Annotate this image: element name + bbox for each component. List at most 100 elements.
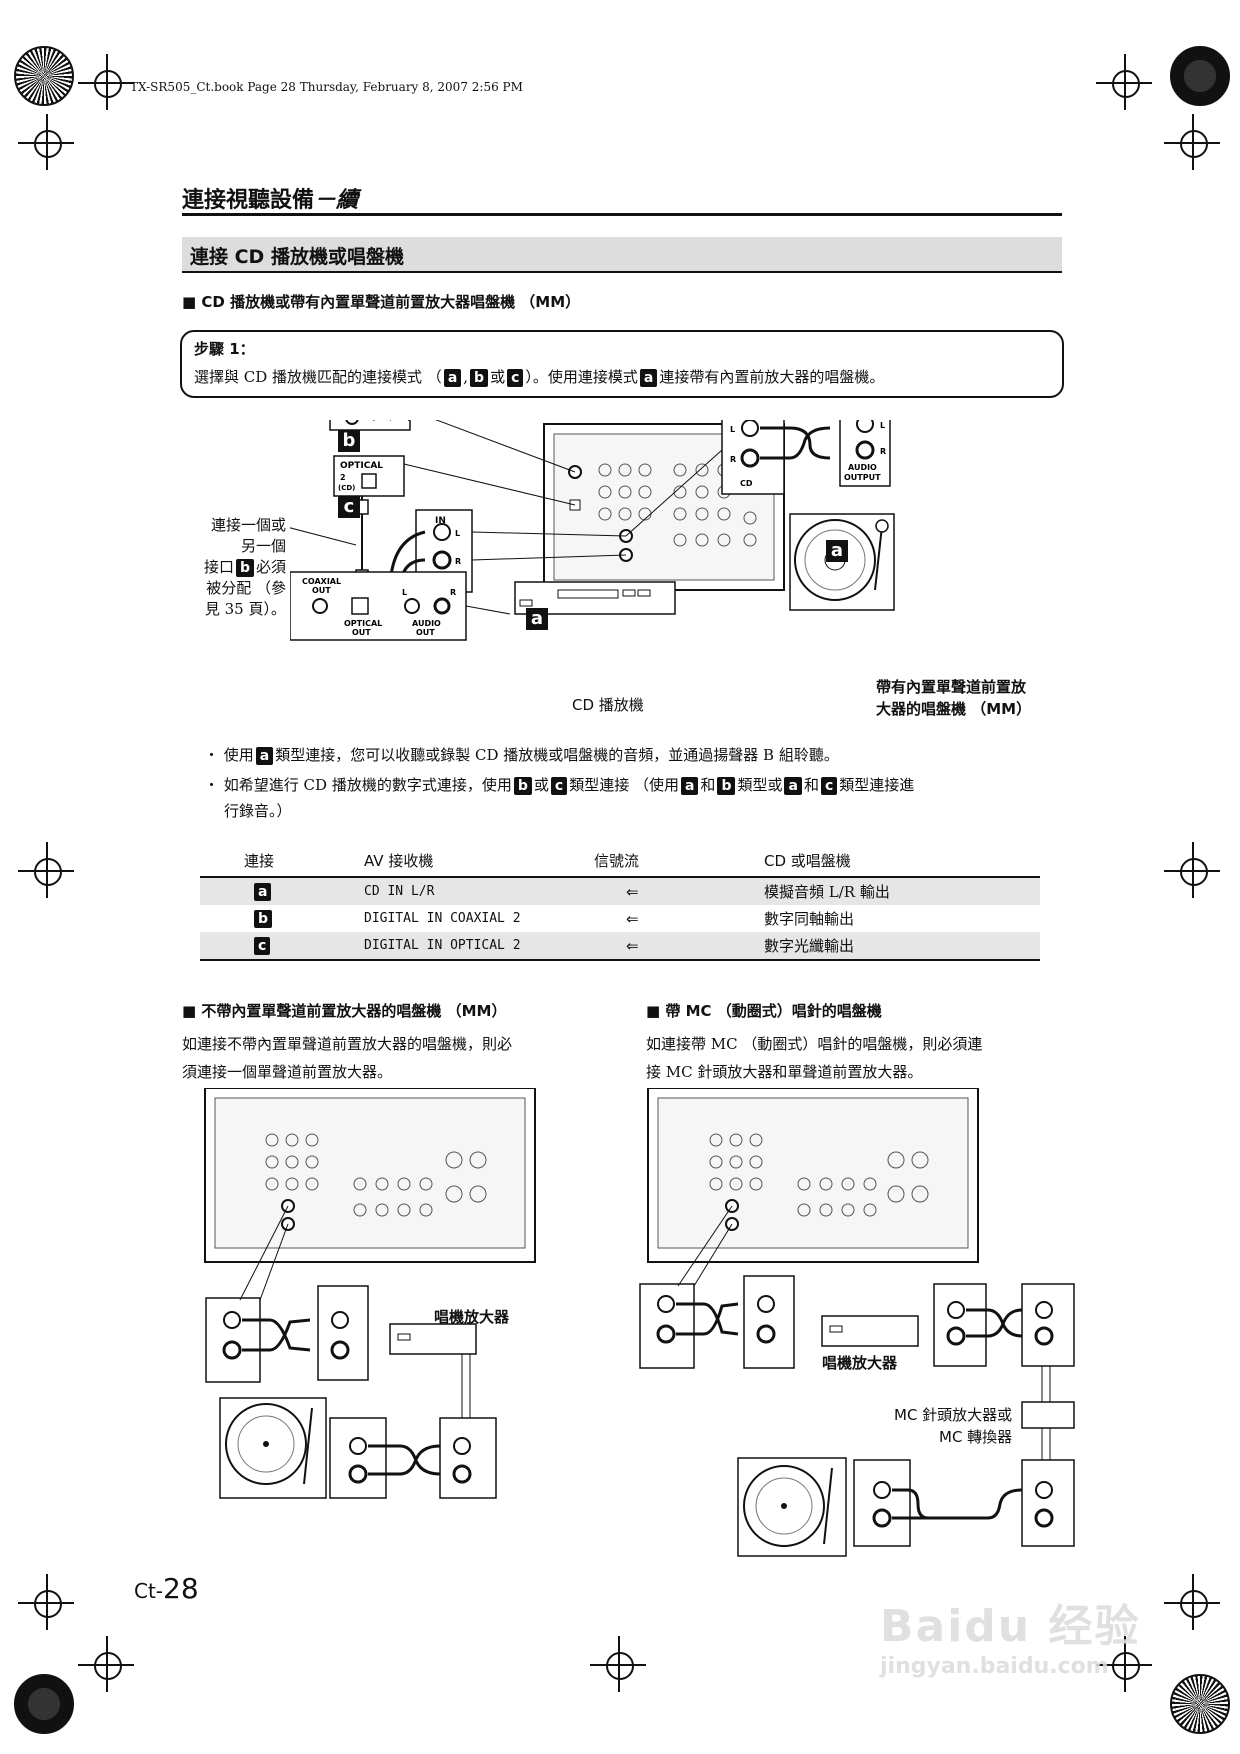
svg-text:OPTICAL: OPTICAL xyxy=(340,461,383,471)
running-title-text: 連接視聽設備 xyxy=(182,188,315,213)
right-section-body: 如連接帶 MC （動圈式）唱針的唱盤機，則必須連 接 MC 針頭放大器和單聲道前… xyxy=(646,1035,983,1081)
table-header-row: 連接 AV 接收機 信號流 CD 或唱盤機 xyxy=(200,845,1040,878)
connection-diagram-mc xyxy=(639,1088,1075,1557)
registration-mark-bottom-left xyxy=(14,1674,74,1734)
svg-text:L: L xyxy=(455,529,460,538)
turntable-in-callout: IN L R CD xyxy=(625,420,831,537)
badge-a: a xyxy=(443,369,462,387)
svg-text:L: L xyxy=(402,588,407,597)
title-rule xyxy=(182,213,1062,216)
badge-c-diagram: c xyxy=(338,496,360,518)
table-header: 信號流 xyxy=(594,845,764,878)
mc-amp xyxy=(1021,1366,1075,1468)
badge-a-2: a xyxy=(639,369,658,387)
file-header-line: TX-SR505_Ct.book Page 28 Thursday, Febru… xyxy=(130,80,523,94)
svg-text:OUT: OUT xyxy=(352,628,371,637)
svg-text:AUDIO: AUDIO xyxy=(412,619,441,628)
svg-text:OPTICAL: OPTICAL xyxy=(344,619,382,628)
cd-player-caption: CD 播放機 xyxy=(572,696,644,714)
svg-text:R: R xyxy=(880,447,886,456)
table-row: a CD IN L/R ⇐ 模擬音頻 L/R 輸出 xyxy=(200,877,1040,905)
phono-amp-input-mm xyxy=(439,1417,497,1499)
mc-amp-input xyxy=(1021,1459,1075,1547)
svg-text:R: R xyxy=(455,557,461,566)
left-section-body: 如連接不帶內置單聲道前置放大器的唱盤機，則必 須連接一個單聲道前置放大器。 xyxy=(182,1035,513,1081)
crop-cross-bottom-1 xyxy=(78,1636,134,1692)
svg-text:R: R xyxy=(450,588,456,597)
badge-b-diagram: b xyxy=(338,430,360,452)
section-title-bar: 連接 CD 播放機或唱盤機 xyxy=(182,237,1062,273)
connection-diagram-mm xyxy=(204,1088,536,1499)
running-title: 連接視聽設備－續 xyxy=(182,182,358,214)
badge-b: b xyxy=(470,369,489,387)
svg-text:OUT: OUT xyxy=(416,628,435,637)
phono-amp-output-mc xyxy=(743,1275,795,1369)
badge-a-diagram-left: a xyxy=(526,608,548,630)
crop-cross-left-top xyxy=(18,114,74,170)
svg-text:(CBL/SAT): (CBL/SAT) xyxy=(372,420,411,422)
connection-table: 連接 AV 接收機 信號流 CD 或唱盤機 a CD IN L/R ⇐ 模擬音頻… xyxy=(200,845,1040,961)
crop-cross-right-top xyxy=(1164,114,1220,170)
crop-cross-top-1 xyxy=(78,54,134,110)
phono-amp-mm xyxy=(389,1323,477,1418)
crop-cross-bottom-2 xyxy=(590,1636,646,1692)
baidu-watermark: Baidu 经验 jingyan.baidu.com xyxy=(880,1590,1140,1679)
cd-output-panel: COAXIAL OUT OPTICAL OUT L R AUDIO OUT xyxy=(290,527,511,641)
svg-text:R: R xyxy=(730,455,736,464)
page-number: Ct-28 xyxy=(134,1572,199,1605)
mc-amp-label: MC 針頭放大器或 MC 轉換器 xyxy=(894,1406,1013,1446)
badge-a-diagram-right: a xyxy=(826,540,848,562)
receiver-back-panel-mc xyxy=(647,1088,979,1263)
table-header: AV 接收機 xyxy=(364,845,594,878)
turntable-mm xyxy=(219,1397,327,1499)
step-label: 步驟 1： xyxy=(194,340,255,358)
crop-cross-left-mid xyxy=(18,842,74,898)
turntable-drawing xyxy=(789,513,895,611)
svg-text:CD: CD xyxy=(740,479,753,488)
svg-text:L: L xyxy=(880,421,885,430)
badge-c: c xyxy=(507,369,524,387)
receiver-back-panel-mm xyxy=(204,1088,536,1263)
crop-cross-left-bottom xyxy=(18,1574,74,1630)
mc-amp-output xyxy=(1021,1283,1075,1367)
section-title: 連接 CD 播放機或唱盤機 xyxy=(190,246,404,268)
coaxial-callout: COAX- IAL 2 (CBL/SAT) xyxy=(329,420,576,473)
turntable-mc xyxy=(737,1457,847,1557)
left-section-title: ■ 不帶內置單聲道前置放大器的唱盤機 （MM） xyxy=(182,1002,507,1020)
registration-mark-top-right xyxy=(1170,46,1230,106)
watermark-brand: Baidu 经验 xyxy=(880,1601,1141,1652)
crop-cross-right-mid xyxy=(1164,842,1220,898)
svg-text:COAXIAL: COAXIAL xyxy=(302,577,341,586)
badge-b-note: b xyxy=(235,559,254,577)
svg-text:2: 2 xyxy=(340,473,346,482)
turntable-audio-output: L R AUDIO OUTPUT xyxy=(839,420,891,487)
phono-amp-mc xyxy=(821,1315,919,1347)
turntable-caption: 帶有內置單聲道前置放 大器的唱盤機 （MM） xyxy=(876,678,1032,718)
table-header: CD 或唱盤機 xyxy=(764,845,1040,878)
svg-text:L: L xyxy=(730,425,735,434)
optical-callout: OPTICAL 2 (CD) xyxy=(333,455,576,506)
right-section-title: ■ 帶 MC （動圈式）唱針的唱盤機 xyxy=(646,1002,882,1020)
registration-mark-bottom-right xyxy=(1170,1674,1230,1734)
running-title-suffix: －續 xyxy=(314,188,359,213)
svg-text:IN: IN xyxy=(435,516,446,526)
phono-amp-label-left: 唱機放大器 xyxy=(434,1308,510,1326)
svg-text:OUTPUT: OUTPUT xyxy=(844,473,881,482)
turntable-audio-output-mm xyxy=(329,1417,441,1499)
cd-in-box-mc xyxy=(639,1205,739,1369)
phono-amp-output-mm xyxy=(317,1285,369,1381)
crop-cross-bottom-3 xyxy=(1096,1636,1152,1692)
svg-text:(CD): (CD) xyxy=(338,484,355,492)
watermark-url: jingyan.baidu.com xyxy=(880,1654,1109,1679)
registration-mark-top-left xyxy=(14,46,74,106)
phono-amp-input-mc xyxy=(933,1283,1023,1367)
turntable-audio-output-mc xyxy=(853,1459,1023,1547)
crop-cross-top-2 xyxy=(1096,54,1152,110)
table-header: 連接 xyxy=(200,845,364,878)
